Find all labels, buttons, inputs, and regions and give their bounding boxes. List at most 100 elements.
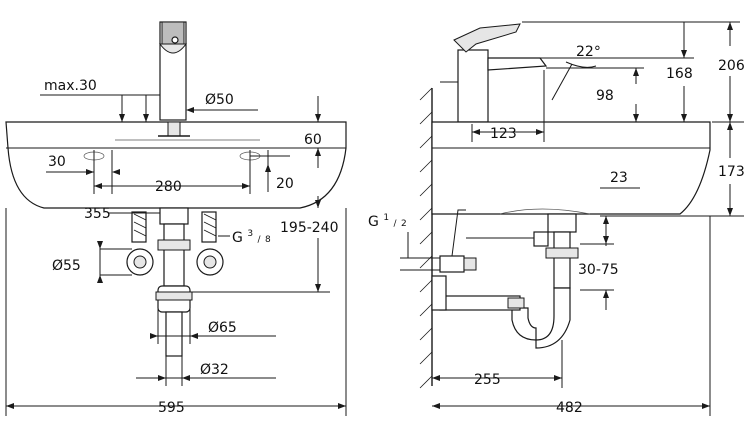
hose-braid-5 xyxy=(203,221,217,229)
side-dimensions: 206 22° 168 98 123 xyxy=(368,21,745,416)
arrow-195-b xyxy=(315,284,321,292)
valve-left-core xyxy=(133,255,147,269)
side-thread-denominator: 2 xyxy=(401,219,407,229)
hose-braid-4 xyxy=(203,213,217,221)
front-valves xyxy=(126,211,224,276)
side-thread-numerator: 1 xyxy=(383,213,389,223)
trap-nut-upper xyxy=(157,239,191,251)
label-drain-diameter: Ø32 xyxy=(200,362,229,378)
waste-outlet xyxy=(159,207,189,225)
arrow-595-a xyxy=(6,403,14,409)
arrow-3075-b xyxy=(603,290,609,298)
arrow-60-b xyxy=(315,148,321,156)
hose-braid-1 xyxy=(133,213,147,221)
label-outlet-height: 98 xyxy=(596,88,614,104)
arrow-d55-b xyxy=(97,275,103,283)
side-trap-bend xyxy=(535,287,571,349)
hose-braid-6 xyxy=(203,229,217,237)
thread-denominator: 8 xyxy=(265,235,271,245)
valve-right-core xyxy=(203,255,217,269)
faucet-side-spout xyxy=(487,57,548,71)
side-trap-nut xyxy=(545,247,579,259)
label-hole-offset: 20 xyxy=(276,176,294,192)
hose-braid-3 xyxy=(133,229,147,237)
label-spout-diameter: Ø50 xyxy=(205,92,234,108)
label-max-height: max.30 xyxy=(44,78,97,94)
side-basin-bowl xyxy=(499,208,591,215)
arrow-482-a xyxy=(432,403,440,409)
wall-hatch-5 xyxy=(419,183,433,197)
label-height-total: 206 xyxy=(718,58,745,74)
front-view: max.30 Ø50 60 30 280 xyxy=(5,21,347,416)
label-overall-width: 595 xyxy=(158,400,185,416)
label-valve-height: 355 xyxy=(84,206,111,222)
arrow-23 xyxy=(603,216,609,224)
faucet-side-lever xyxy=(453,23,521,53)
mount-hole-left xyxy=(83,151,105,161)
front-trap xyxy=(155,207,193,357)
arrow-482-b xyxy=(702,403,710,409)
label-spout-reach: 123 xyxy=(490,126,517,142)
wall xyxy=(419,87,433,389)
arrow-d50 xyxy=(186,107,194,113)
side-trap-return xyxy=(511,307,537,341)
arrow-173-b xyxy=(727,208,733,216)
wall-hatch-6 xyxy=(419,207,433,221)
label-overall-depth: 482 xyxy=(556,400,583,416)
arrow-98-b xyxy=(633,114,639,122)
label-hole-spacing: 280 xyxy=(155,179,182,195)
wall-hatch-12 xyxy=(419,351,433,365)
wall-hatch-1 xyxy=(419,87,433,101)
label-trap-distance: 255 xyxy=(474,372,501,388)
label-basin-depth: 173 xyxy=(718,164,745,180)
faucet-logo xyxy=(171,36,179,44)
thread-letter: G xyxy=(232,230,243,246)
arrow-30-b xyxy=(112,169,120,175)
side-hose xyxy=(451,209,466,257)
label-spout-angle: 22° xyxy=(576,44,601,60)
wall-hatch-9 xyxy=(419,279,433,293)
basin-outline xyxy=(5,121,347,209)
label-valve-diameter: Ø55 xyxy=(52,258,81,274)
arrow-max30-a xyxy=(119,114,125,122)
side-waste-pipe xyxy=(553,231,571,289)
label-tap-offset: 30 xyxy=(48,154,66,170)
arrow-168-b xyxy=(681,114,687,122)
arrow-280-a xyxy=(94,183,102,189)
wall-hatch-2 xyxy=(419,111,433,125)
arrow-20 xyxy=(265,164,271,172)
arrow-173-a xyxy=(727,122,733,130)
arrow-595-b xyxy=(338,403,346,409)
arrow-d55-a xyxy=(97,241,103,249)
side-drain-nut xyxy=(507,297,525,309)
wall-hatch-3 xyxy=(419,135,433,149)
arrow-d65-b xyxy=(190,333,198,339)
arrow-30-a xyxy=(86,169,94,175)
label-height-range: 195-240 xyxy=(280,220,339,236)
faucet-lever xyxy=(161,21,185,45)
wall-hatch-10 xyxy=(419,303,433,317)
arrow-168-a xyxy=(681,50,687,58)
arrow-60-a xyxy=(315,114,321,122)
front-dimensions: max.30 Ø50 60 30 280 xyxy=(5,78,347,416)
side-waste-outlet xyxy=(547,213,577,233)
arrow-280-b xyxy=(242,183,250,189)
label-rim-height: 60 xyxy=(304,132,322,148)
side-angle-valve xyxy=(439,255,465,273)
wall-hatch-13 xyxy=(419,375,433,389)
arrow-98-a xyxy=(633,68,639,76)
dim-angle-arc xyxy=(565,61,597,68)
wall-hatch-4 xyxy=(419,159,433,173)
thread-numerator: 3 xyxy=(247,229,253,239)
side-faucet xyxy=(440,23,548,123)
label-trap-range: 30-75 xyxy=(578,262,619,278)
tap-hole-insert xyxy=(167,121,181,137)
label-trap-diameter: Ø65 xyxy=(208,320,237,336)
arrow-max30-b xyxy=(143,114,149,122)
wall-hatch-11 xyxy=(419,327,433,341)
side-basin xyxy=(431,121,711,215)
waste-pipe xyxy=(163,223,185,287)
arrow-123-b xyxy=(536,129,544,135)
arrow-255-a xyxy=(432,375,440,381)
label-thread-g38: G 3 / 8 xyxy=(232,224,271,246)
